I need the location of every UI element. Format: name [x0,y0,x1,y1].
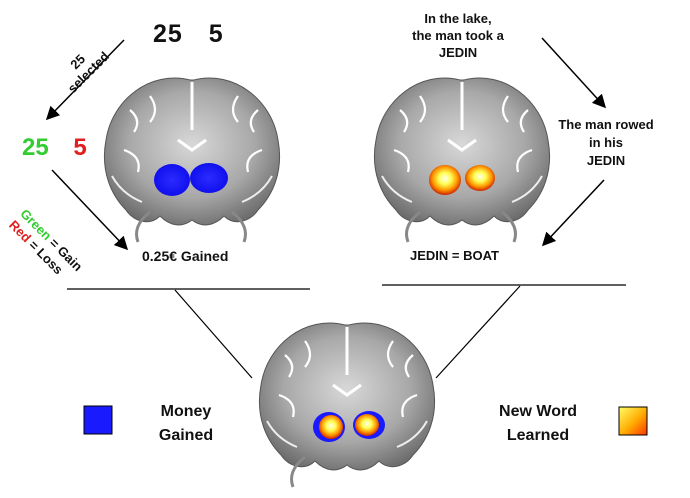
money-label-line-2: Gained [158,427,214,444]
sentence-arrow [541,37,607,109]
word-swatch [618,406,648,436]
sentence-2-line-2: in his [589,135,623,150]
sentence-2-line-1: The man rowed [558,117,654,132]
selected-arrow [45,39,125,121]
word-label-line-1: New Word [499,403,577,420]
blue-activation-left [154,164,190,196]
sentence-2: The man rowed in his JEDIN [546,116,666,170]
orange-activation-right [465,165,495,191]
orange-activation-left [429,165,461,195]
sentence-1-line-3: JEDIN [438,45,478,60]
money-swatch [83,405,113,435]
brain-scan-combined [258,322,436,488]
right-converge-line [435,285,521,379]
blue-activation-right [190,163,228,193]
sentence-1: In the lake, the man took a JEDIN [388,10,528,61]
word-label-line-2: Learned [506,427,570,444]
sentence-1-line-2: the man took a [412,28,504,43]
sentence-2-line-3: JEDIN [586,153,626,168]
sentence-1-line-1: In the lake, [424,11,492,26]
brain-scan-blue [103,77,281,243]
combined-activation-left [319,415,343,439]
top-number-5: 5 [208,20,224,48]
left-converge-line [174,289,253,379]
combined-activation-right [355,414,379,436]
meaning-arrow [541,179,605,247]
top-numbers: 25 5 [153,20,224,49]
top-number-25: 25 [153,20,183,48]
red-choice: 5 [73,134,87,161]
brain-scan-orange [373,77,551,243]
money-label-line-1: Money [160,403,212,420]
right-caption: JEDIN = BOAT [410,248,499,263]
money-gained-label: Money Gained [136,400,236,448]
green-choice: 25 [22,134,49,161]
choice-values: 25 5 [22,134,87,162]
left-caption: 0.25€ Gained [142,248,229,264]
new-word-learned-label: New Word Learned [478,400,598,448]
outcome-arrow [51,169,129,251]
